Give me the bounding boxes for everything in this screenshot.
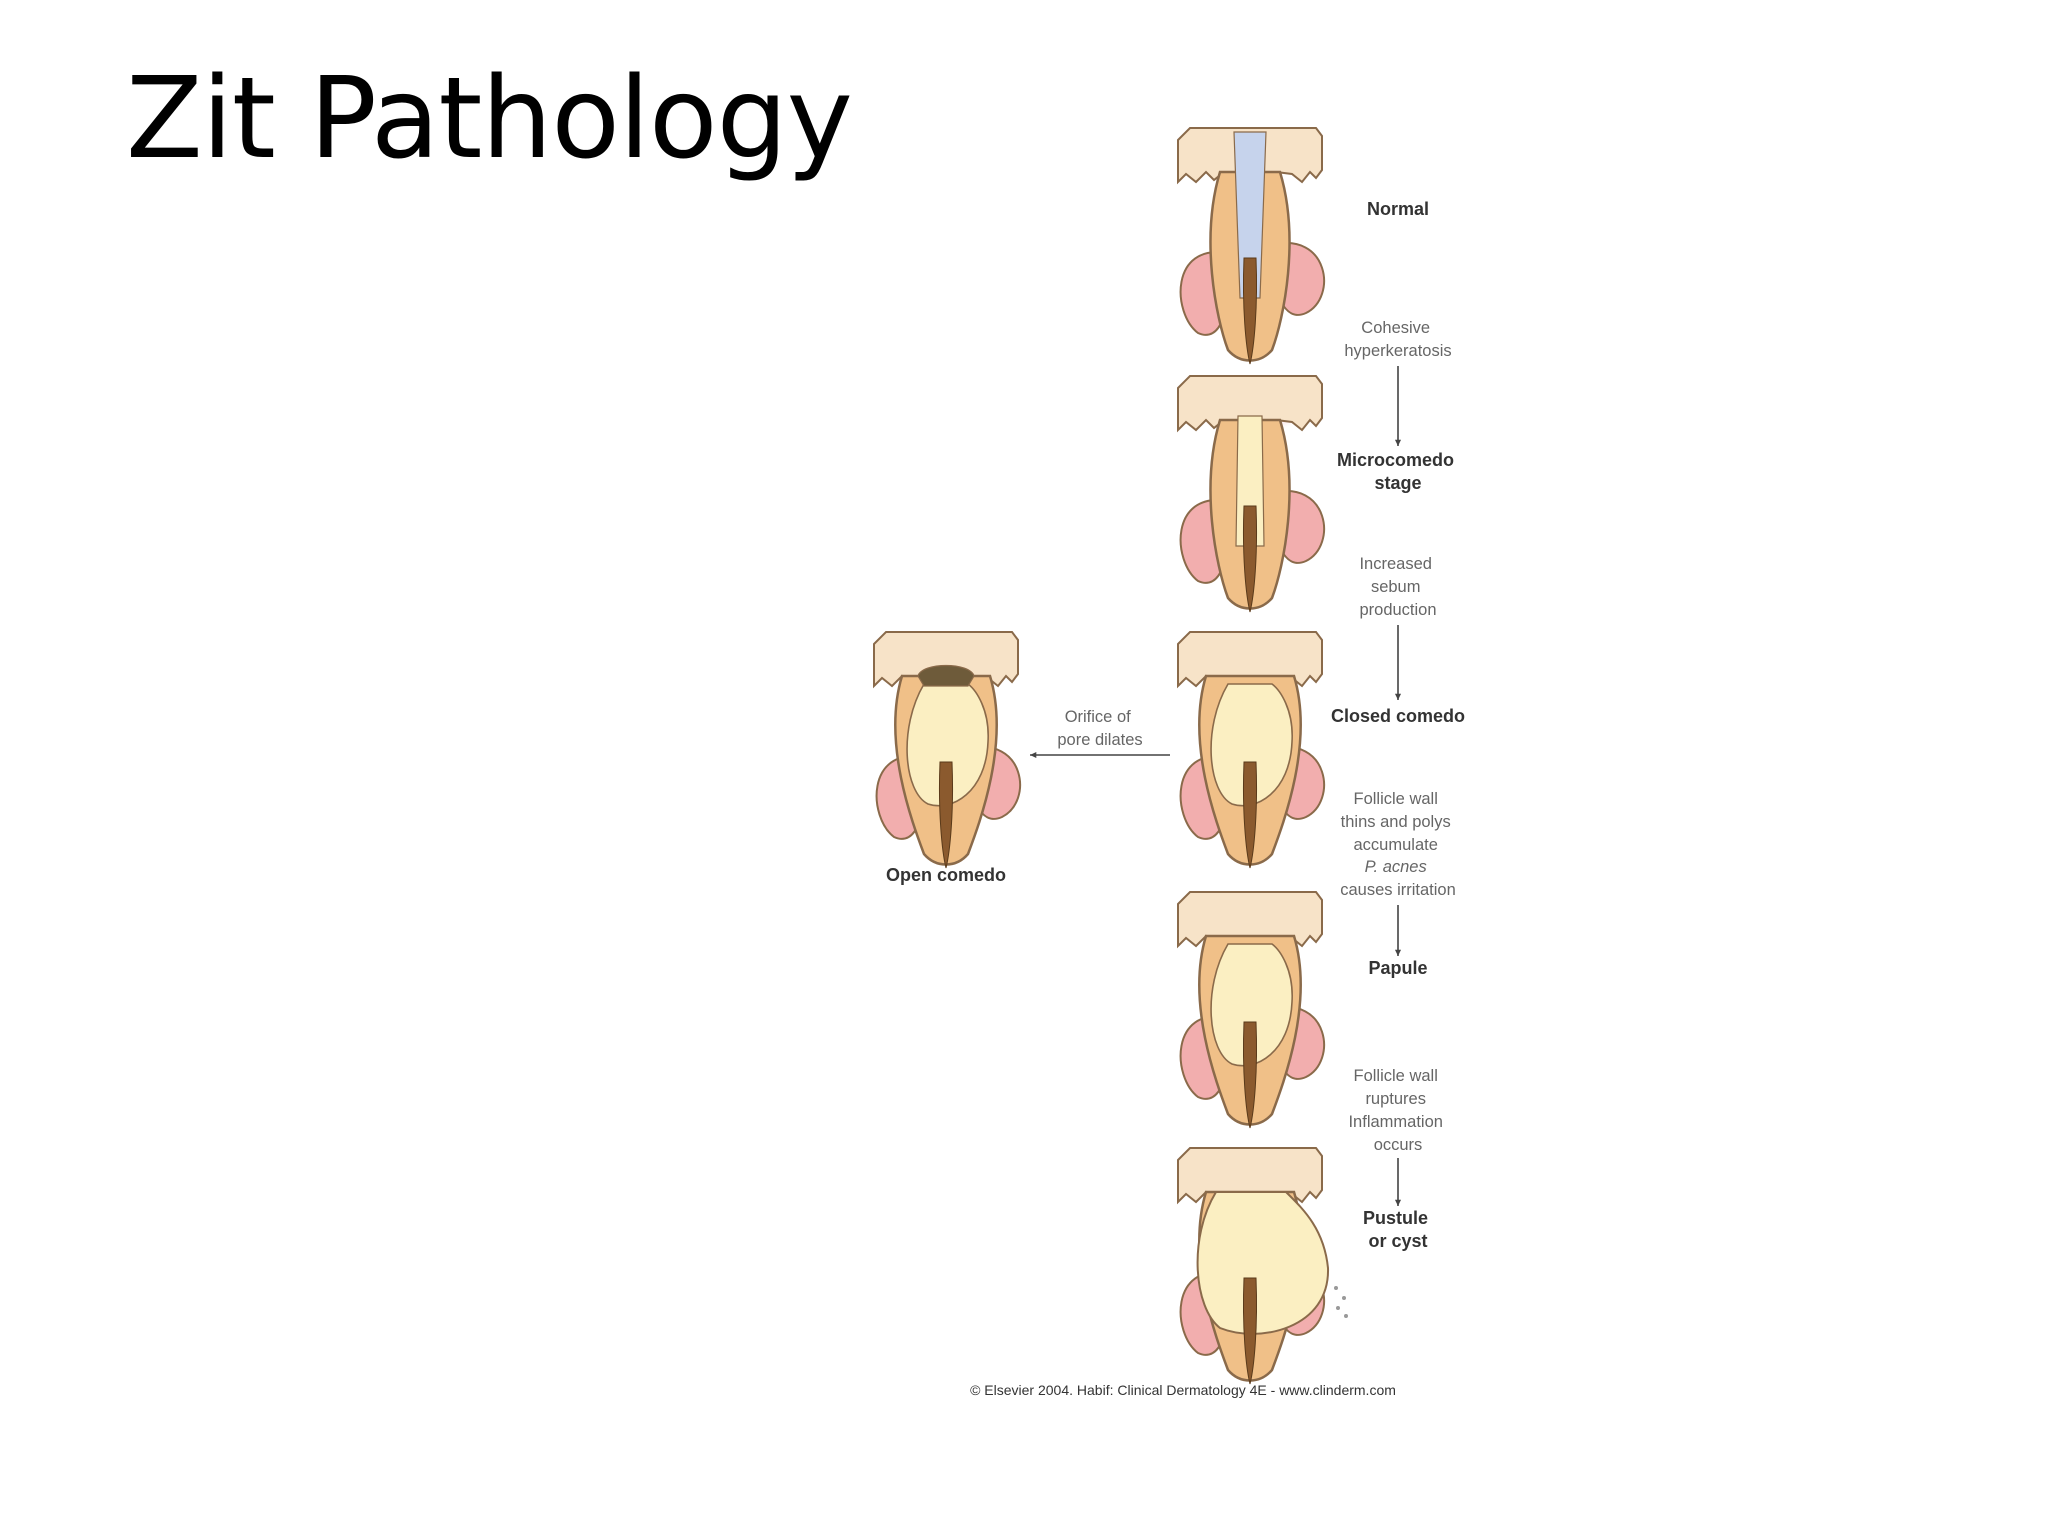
keratin-channel (1233, 131, 1267, 299)
stage-label-normal: Normal (1367, 199, 1429, 219)
hair-shaft (1242, 1277, 1258, 1385)
inflammatory-cell-dot (1334, 1286, 1338, 1290)
keratin-plug (1235, 415, 1265, 547)
arrow-closed-to-papule-head (1394, 949, 1402, 956)
transition-note-orifice: Orifice of pore dilates (1057, 708, 1142, 749)
skin-surface (1177, 375, 1323, 433)
stage-label-open-comedo: Open comedo (886, 865, 1006, 885)
copyright-caption: © Elsevier 2004. Habif: Clinical Dermato… (970, 1382, 1396, 1398)
hair-shaft (1242, 1021, 1258, 1129)
hair-shaft (938, 761, 954, 869)
stage-label-closed-comedo: Closed comedo (1331, 706, 1465, 726)
follicle-microcomedo-illustration (1177, 375, 1326, 613)
inflammatory-cell-dot (1336, 1306, 1340, 1310)
follicle-normal-illustration (1177, 127, 1326, 365)
arrow-normal-to-micro-head (1394, 439, 1402, 446)
arrow-papule-to-pustule-head (1394, 1199, 1402, 1206)
sebum-sac (1210, 683, 1293, 807)
transition-note-rupture: Follicle wall ruptures Inflammation occu… (1348, 1067, 1447, 1154)
inflammatory-cell-dot (1344, 1314, 1348, 1318)
stage-arrows (1030, 366, 1402, 1206)
sebum-sac (906, 683, 989, 807)
arrow-closed-to-open-head (1030, 751, 1037, 759)
arrow-micro-to-closed-head (1394, 693, 1402, 700)
follicle-open-comedo-illustration (873, 631, 1022, 869)
transition-note-sebum: Increased sebum production (1359, 555, 1436, 619)
stage-label-papule: Papule (1368, 958, 1427, 978)
stage-label-pustule: Pustule or cyst (1363, 1208, 1433, 1251)
stage-label-microcomedo: Microcomedo stage (1337, 450, 1459, 493)
transition-note-hyperkeratosis: Cohesive hyperkeratosis (1344, 319, 1451, 360)
inflammatory-cell-dot (1342, 1296, 1346, 1300)
hair-shaft (1242, 257, 1258, 365)
follicle-papule-illustration (1177, 891, 1326, 1129)
dilated-pore-plug (917, 665, 975, 687)
follicle-pustule-illustration (1177, 1147, 1348, 1385)
transition-note-follicle-thins: Follicle wall thins and polys accumulate… (1340, 790, 1456, 899)
hair-shaft (1242, 761, 1258, 869)
hair-shaft (1242, 505, 1258, 613)
sebum-sac (1210, 943, 1293, 1067)
slide-title: Zit Pathology (126, 54, 853, 184)
pus-filled-cavity (1196, 1191, 1330, 1335)
follicle-closed-comedo-illustration (1177, 631, 1326, 869)
